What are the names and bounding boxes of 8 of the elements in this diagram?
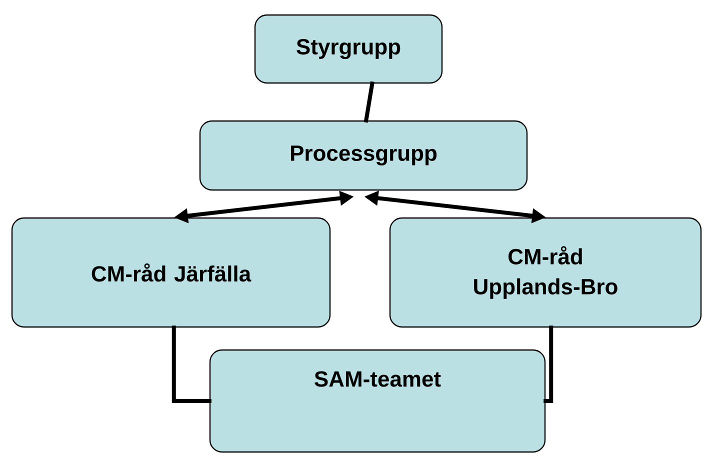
org-box: Processgrupp — [199, 120, 528, 191]
org-box: CM-råd Upplands-Bro — [389, 217, 702, 328]
org-box: SAM-teamet — [209, 349, 546, 453]
org-box: Styrgrupp — [254, 14, 443, 84]
connector — [544, 326, 554, 403]
connector — [364, 82, 374, 122]
connector — [172, 326, 212, 403]
org-box: CM-råd Järfälla — [11, 217, 331, 328]
